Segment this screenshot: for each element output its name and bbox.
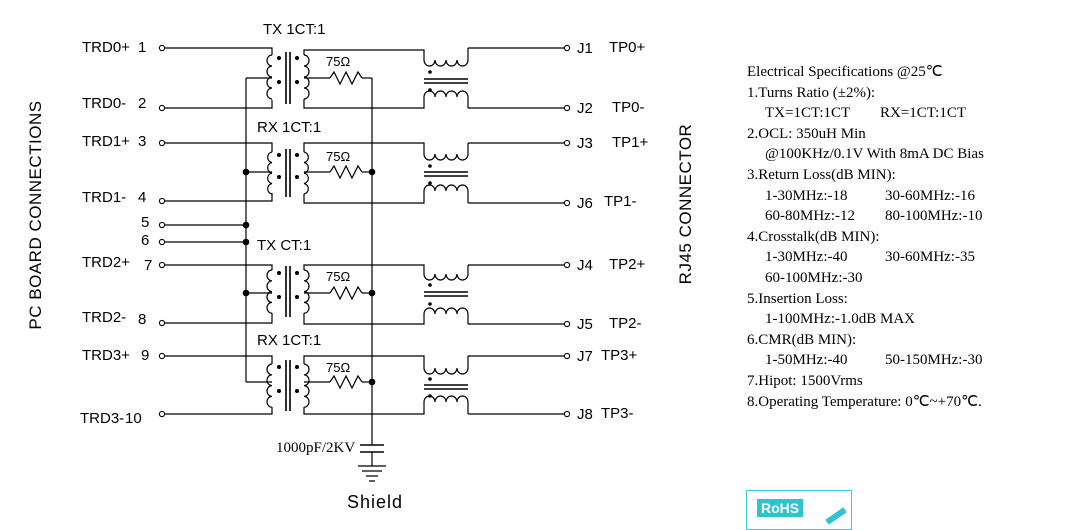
ground-symbol [358, 465, 386, 482]
transformer-label-3: TX CT:1 [257, 237, 311, 254]
transformer-1 [266, 52, 310, 104]
pc-board-title: PC BOARD CONNECTIONS [26, 100, 45, 329]
pin-num-3: 3 [138, 133, 146, 150]
jack-name-8: TP3- [601, 405, 634, 422]
spec-line: 2.OCL: 350uH Min [747, 125, 866, 142]
electrical-specifications: Electrical Specifications @25℃ 1.Turns R… [747, 62, 1087, 412]
pin-name-9: TRD3+ [82, 347, 130, 364]
spec-line: 5.Insertion Loss: [747, 290, 848, 307]
spec-line: 1-30MHz:-18 30-60MHz:-16 [765, 187, 975, 204]
jack-name-7: TP3+ [601, 347, 638, 364]
jack-pin-6: J5 [577, 316, 593, 333]
right-pin-labels: J1 TP0+ J2 TP0- J3 TP1+ J6 TP1- J4 TP2+ … [577, 39, 649, 423]
resistor-label-4: 75Ω [326, 360, 350, 375]
pin-name-2: TRD0- [82, 95, 126, 112]
spec-line: 6.CMR(dB MIN): [747, 331, 857, 348]
jack-pin-1: J1 [577, 40, 593, 57]
pin-num-10: 10 [125, 410, 142, 427]
jack-pin-3: J3 [577, 135, 593, 152]
pin-num-8: 8 [138, 311, 146, 328]
transformer-label-4: RX 1CT:1 [257, 332, 321, 349]
secondary-wiring [303, 49, 425, 445]
spec-line: 4.Crosstalk(dB MIN): [747, 228, 880, 245]
pin-num-9: 9 [141, 347, 149, 364]
jack-name-1: TP0+ [609, 39, 646, 56]
jack-name-4: TP1- [604, 193, 637, 210]
spec-line: 8.Operating Temperature: 0℃~+70℃. [747, 393, 982, 410]
spec-line: @100KHz/0.1V With 8mA DC Bias [765, 146, 984, 163]
capacitor-label: 1000pF/2KV [276, 440, 355, 456]
pin-name-1: TRD0+ [82, 39, 130, 56]
spec-line: 60-100MHz:-30 [765, 269, 863, 286]
checkmark-icon [825, 507, 847, 525]
left-pin-labels: TRD0+ 1 TRD0- 2 TRD1+ 3 TRD1- 4 5 6 TRD2… [80, 39, 152, 427]
pin-num-6: 6 [141, 232, 149, 249]
spec-line: 1.Turns Ratio (±2%): [747, 84, 876, 101]
jack-name-2: TP0- [612, 99, 645, 116]
pin-num-4: 4 [138, 189, 146, 206]
spec-line: 1-30MHz:-40 30-60MHz:-35 [765, 249, 975, 266]
spec-line: 60-80MHz:-12 80-100MHz:-10 [765, 208, 983, 225]
resistor-label-1: 75Ω [326, 54, 350, 69]
spec-line: 1-100MHz:-1.0dB MAX [765, 311, 915, 328]
transformer-label-1: TX 1CT:1 [263, 21, 326, 38]
pin-num-1: 1 [138, 39, 146, 56]
jack-pin-7: J7 [577, 348, 593, 365]
schematic-diagram: PC BOARD CONNECTIONS RJ45 CONNECTOR TRD0… [26, 21, 695, 512]
pin-num-5: 5 [141, 214, 149, 231]
left-wires [158, 44, 273, 418]
pin-name-10: TRD3- [80, 410, 124, 427]
spec-line: TX=1CT:1CT RX=1CT:1CT [765, 105, 966, 122]
jack-pin-8: J8 [577, 406, 593, 423]
transformer-3 [266, 266, 310, 317]
rohs-label: RoHS [757, 499, 804, 517]
spec-line: 1-50MHz:-40 50-150MHz:-30 [765, 352, 983, 369]
specs-title: Electrical Specifications @25℃ [747, 64, 943, 80]
jack-pin-2: J2 [577, 100, 593, 117]
jack-name-5: TP2+ [609, 256, 646, 273]
jack-name-6: TP2- [609, 315, 642, 332]
pin-name-4: TRD1- [82, 189, 126, 206]
pin-name-8: TRD2- [82, 309, 126, 326]
jack-pin-4: J6 [577, 195, 593, 212]
transformer-2 [267, 149, 309, 197]
pin-num-2: 2 [138, 95, 146, 112]
rj45-connector-title: RJ45 CONNECTOR [676, 124, 695, 285]
resistor-label-2: 75Ω [326, 149, 350, 164]
shield-label: Shield [347, 492, 403, 512]
jack-pin-5: J4 [577, 257, 593, 274]
resistor-label-3: 75Ω [326, 269, 350, 284]
transformer-label-2: RX 1CT:1 [257, 119, 321, 136]
pin-name-3: TRD1+ [82, 133, 130, 150]
spec-line: 7.Hipot: 1500Vrms [747, 372, 863, 389]
capacitor [360, 444, 384, 466]
pin-name-7: TRD2+ [82, 254, 130, 271]
jack-name-3: TP1+ [612, 134, 649, 151]
pin-num-7: 7 [144, 257, 152, 274]
right-wires [468, 44, 571, 418]
common-mode-chokes [423, 48, 469, 414]
rohs-badge: RoHS [746, 490, 852, 530]
transformer-4 [266, 360, 310, 411]
spec-line: 3.Return Loss(dB MIN): [747, 166, 896, 183]
